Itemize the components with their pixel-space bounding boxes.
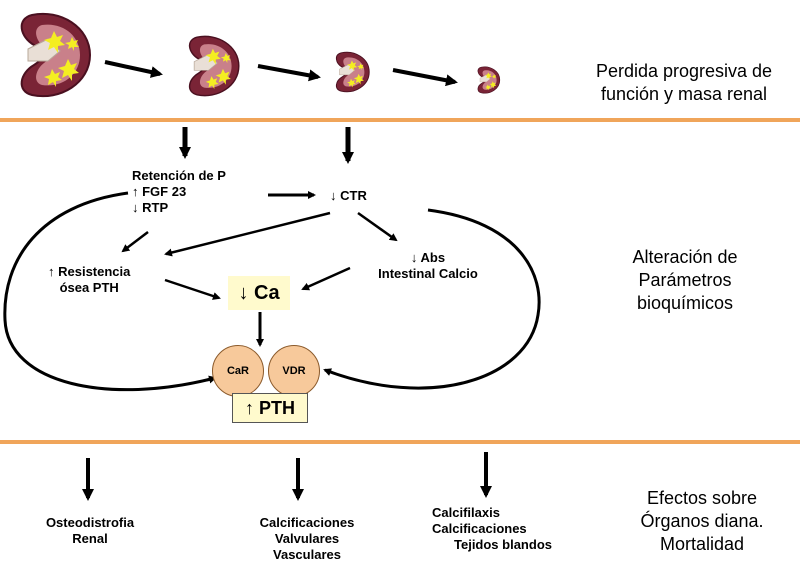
feedback-loop-left — [3, 191, 217, 392]
effect-calcifilaxis: Calcifilaxis Calcificaciones Tejidos bla… — [430, 505, 580, 553]
arrow-abs-to-ca — [301, 266, 351, 291]
divider-top — [0, 118, 800, 122]
arrow-rtp-to-resistencia — [121, 231, 149, 253]
kidney-icon — [335, 51, 370, 93]
node-abs-intestinal: ↓ Abs Intestinal Calcio — [362, 250, 494, 282]
progression-arrow — [392, 68, 458, 87]
effect-line: Renal — [72, 531, 108, 546]
caption-line: Alteración de — [632, 247, 738, 267]
node-calcium: ↓ Ca — [228, 276, 290, 310]
arrow-ctr-to-abs — [357, 211, 398, 242]
node-line: ↑ FGF 23 — [132, 184, 187, 199]
node-line: ↓ RTP — [132, 200, 169, 215]
effect-line: Valvulares — [274, 531, 340, 546]
node-line: Intestinal Calcio — [378, 266, 478, 281]
kidney-icon — [477, 66, 501, 94]
effect-line: Tejidos blandos — [454, 537, 552, 552]
effect-line: Calcificaciones — [432, 521, 527, 536]
caption-line: Efectos sobre — [646, 488, 758, 508]
effect-line: Calcificaciones — [259, 515, 355, 530]
node-line: Retención de P — [132, 168, 226, 183]
node-ctr: ↓ CTR — [330, 188, 367, 203]
caption-renal-loss: Perdida progresiva de función y masa ren… — [575, 60, 793, 106]
divider-bottom — [0, 440, 800, 444]
node-pth: ↑ PTH — [232, 393, 308, 423]
arrow-resistencia-to-ca — [164, 278, 221, 300]
kidney-icon — [20, 12, 92, 98]
receptor-car: CaR — [212, 345, 264, 397]
caption-biochemical: Alteración de Parámetros bioquímicos — [605, 246, 765, 315]
node-line: ósea PTH — [59, 280, 119, 295]
caption-line: Parámetros — [638, 270, 732, 290]
progression-arrow — [104, 60, 163, 78]
caption-line: Perdida progresiva de — [595, 61, 773, 81]
feedback-loop-right — [323, 208, 541, 390]
caption-target-organs: Efectos sobre Órganos diana. Mortalidad — [612, 487, 792, 556]
caption-line: bioquímicos — [636, 293, 734, 313]
effect-osteodistrofia: Osteodistrofia Renal — [28, 515, 152, 547]
caption-line: Mortalidad — [659, 534, 745, 554]
progression-arrow — [257, 64, 321, 82]
caption-line: Órganos diana. — [640, 511, 764, 531]
receptor-vdr: VDR — [268, 345, 320, 397]
effect-line: Vasculares — [273, 547, 341, 562]
node-line: ↑ Resistencia — [48, 264, 131, 279]
effect-line: Osteodistrofia — [45, 515, 135, 530]
caption-line: función y masa renal — [600, 84, 768, 104]
kidney-icon — [188, 35, 240, 97]
arrow-ctr-to-resistencia — [164, 211, 331, 257]
effect-valvulares: Calcificaciones Valvulares Vasculares — [245, 515, 369, 563]
effect-line: Calcifilaxis — [432, 505, 500, 520]
node-resistencia: ↑ Resistencia ósea PTH — [48, 264, 130, 296]
node-line: ↓ Abs — [410, 250, 446, 265]
node-retencion: Retención de P ↑ FGF 23 ↓ RTP — [132, 168, 226, 216]
